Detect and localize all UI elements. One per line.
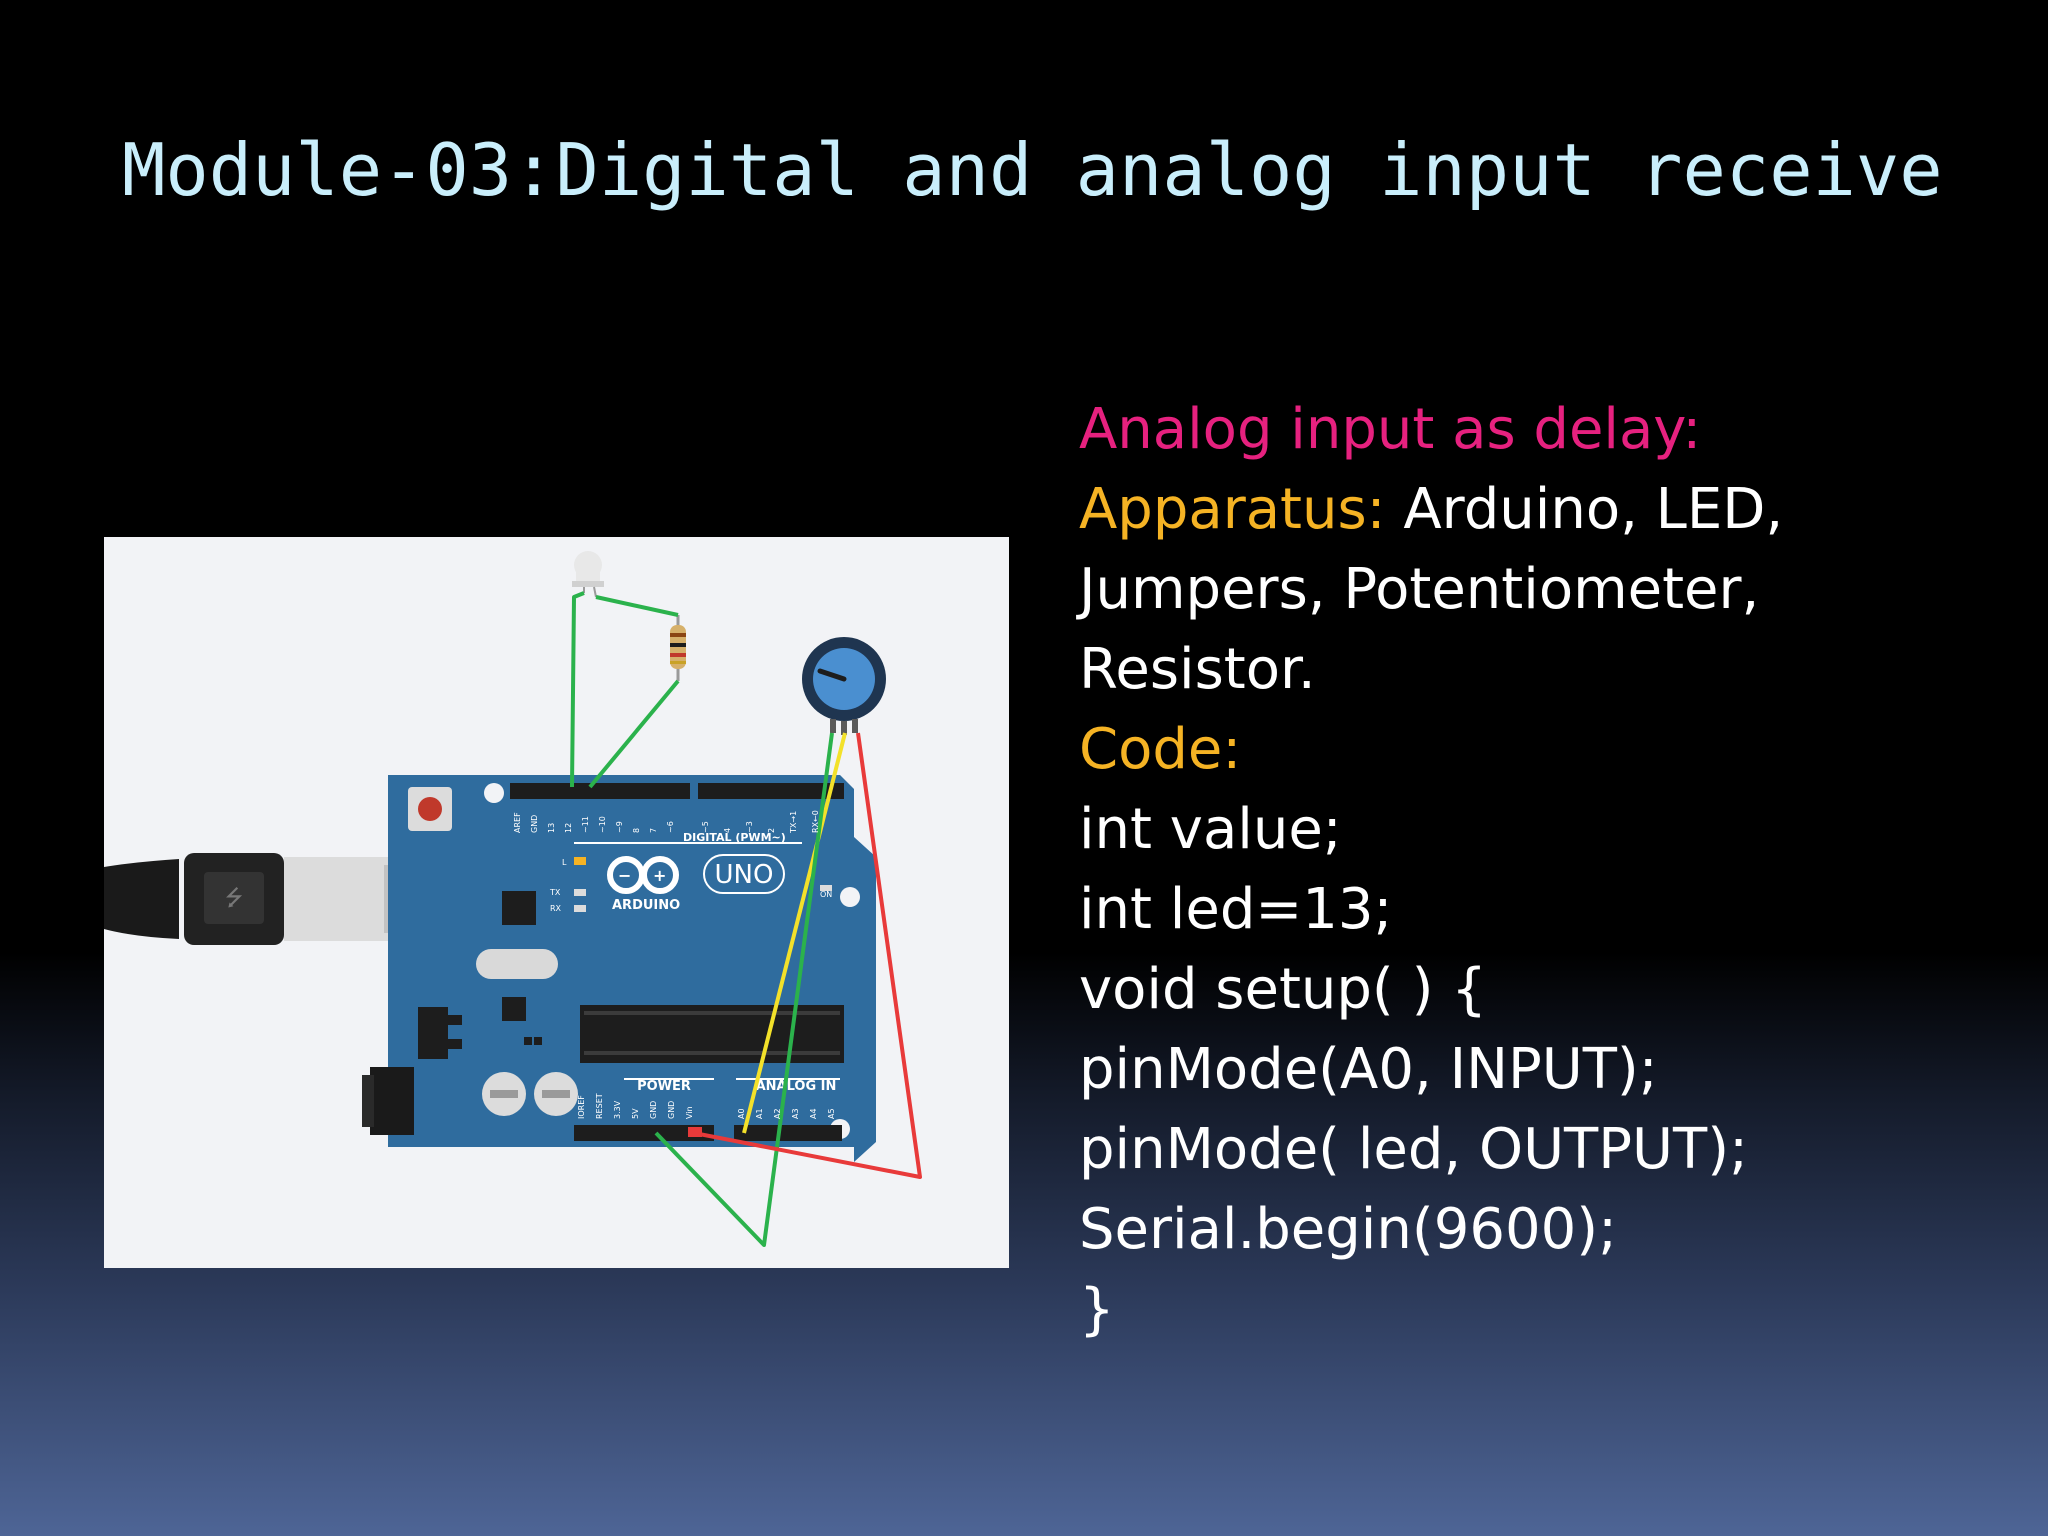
analog-pin-label: A2 (773, 1108, 782, 1119)
arduino-uno-board: DIGITAL (PWM~) − + ARDUINO UNO L TX RX O… (362, 775, 876, 1162)
usb-cable: ⭍ (104, 853, 399, 945)
wire-pot-to-gnd (654, 732, 834, 1247)
digital-pin-label: 8 (632, 828, 641, 833)
code-line: void setup( ) { (1079, 957, 1487, 1022)
tx-label: TX (549, 888, 561, 897)
section-heading: Analog input as delay: (1079, 397, 1702, 462)
digital-pin-label: ~10 (598, 816, 607, 833)
power-pin-label: GND (667, 1101, 676, 1119)
digital-pin-label: 7 (649, 828, 658, 833)
wire-led-to-resistor (595, 595, 679, 617)
content-text-block: Analog input as delay: Apparatus: Arduin… (1079, 390, 1783, 1350)
digital-pin-label: ~6 (666, 821, 675, 833)
board-model: UNO (715, 860, 774, 890)
digital-header-label: DIGITAL (PWM~) (683, 831, 786, 844)
code-line: } (1079, 1277, 1115, 1342)
apparatus-line-2: Jumpers, Potentiometer, (1079, 557, 1760, 622)
rx-label: RX (550, 904, 562, 913)
digital-pin-label: GND (530, 815, 539, 833)
wire-pot-to-a0 (742, 732, 847, 1134)
l-led-label: L (562, 858, 567, 867)
power-pin-label: 5V (631, 1108, 640, 1119)
code-line: pinMode(A0, INPUT); (1079, 1037, 1658, 1102)
power-label: POWER (637, 1079, 691, 1094)
led-component (572, 551, 604, 598)
wire-pot-to-5v (693, 732, 922, 1179)
digital-pin-label: ~5 (701, 821, 710, 833)
power-pin-label: RESET (595, 1093, 604, 1119)
digital-pin-label: ~11 (581, 816, 590, 833)
potentiometer-component (802, 637, 886, 735)
analog-pin-label: A3 (791, 1108, 800, 1119)
power-pin-label: Vin (685, 1106, 694, 1119)
apparatus-label: Apparatus: (1079, 477, 1386, 542)
analog-pin-label: A4 (809, 1108, 818, 1119)
code-line: pinMode( led, OUTPUT); (1079, 1117, 1748, 1182)
code-line: int led=13; (1079, 877, 1393, 942)
digital-pin-label: 4 (723, 828, 732, 833)
digital-pin-label: 2 (767, 828, 776, 833)
digital-pin-label: TX→1 (789, 811, 798, 834)
apparatus-list-1: Arduino, LED, (1403, 477, 1784, 542)
apparatus-line-3: Resistor. (1079, 637, 1316, 702)
power-pin-label: IOREF (577, 1095, 586, 1119)
resistor-component (670, 615, 686, 681)
code-label: Code: (1079, 717, 1242, 782)
digital-pin-label: ~9 (615, 821, 624, 833)
board-brand: ARDUINO (612, 898, 680, 913)
power-pin-label: 3.3V (613, 1100, 622, 1119)
analog-pin-label: A1 (755, 1108, 764, 1119)
arduino-circuit-figure: ⭍ DIGITAL (PWM~) − (104, 537, 1009, 1268)
wire-led-to-pin13 (570, 591, 585, 788)
circuit-diagram: ⭍ DIGITAL (PWM~) − (104, 551, 922, 1247)
apparatus-line-1: Apparatus: Arduino, LED, (1079, 470, 1783, 550)
analog-label: ANALOG IN (756, 1079, 837, 1094)
on-label: ON (820, 890, 832, 899)
digital-pin-label: ~3 (745, 821, 754, 833)
analog-pin-label: A5 (827, 1108, 836, 1119)
code-line: Serial.begin(9600); (1079, 1197, 1617, 1262)
svg-text:−: − (618, 866, 631, 885)
arduino-logo: − + (607, 856, 679, 894)
digital-pin-label: 12 (564, 823, 573, 833)
svg-text:+: + (653, 866, 666, 885)
digital-pin-label: RX←0 (811, 810, 820, 833)
jumper-wires (570, 591, 922, 1247)
power-pin-label: GND (649, 1101, 658, 1119)
svg-text:⭍: ⭍ (225, 886, 243, 911)
digital-pin-label: 13 (547, 823, 556, 833)
digital-pin-label: AREF (513, 812, 522, 833)
wire-resistor-to-gnd (588, 679, 680, 789)
slide-title: Module-03:Digital and analog input recei… (122, 128, 1943, 212)
analog-pin-label: A0 (737, 1108, 746, 1119)
code-line: int value; (1079, 797, 1342, 862)
